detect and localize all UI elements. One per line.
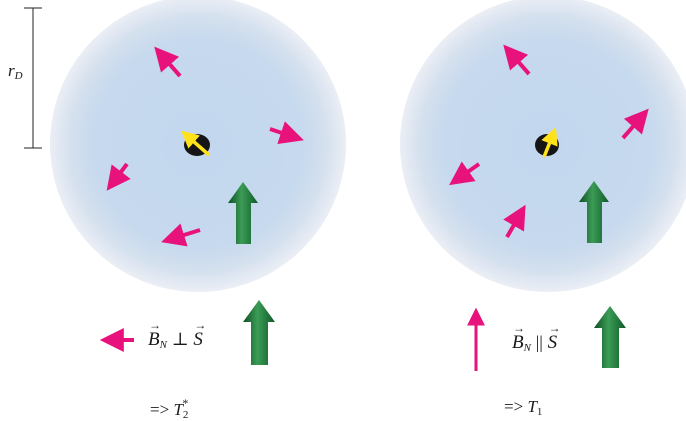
right-relation-label: BN || S	[512, 322, 560, 354]
left-legend-spin-arrow-icon	[243, 300, 275, 365]
left-relation-rhs: S	[193, 329, 203, 350]
right-result-label: => T1	[504, 398, 542, 418]
right-relation-rhs: S	[547, 332, 558, 353]
right-result-prefix: =>	[504, 397, 524, 416]
right-field-arrow-4	[503, 204, 526, 238]
right-diffusion-sphere	[400, 0, 686, 292]
right-relation-operator: ||	[535, 332, 543, 352]
right-spin-arrow-icon	[579, 181, 609, 243]
right-legend-spin-arrow-icon	[594, 306, 626, 368]
right-field-arrow-2	[621, 108, 649, 140]
right-field-arrow-1	[503, 44, 531, 76]
left-relation-label: BN ⊥ S	[148, 319, 206, 351]
radius-scale-bar	[24, 7, 42, 149]
left-nucleus-spin-arrow	[181, 130, 211, 157]
left-field-arrow-4	[161, 223, 201, 247]
right-nucleus-spin-arrow	[541, 127, 558, 158]
left-result-symbol: T	[173, 400, 183, 419]
left-relation-operator: ⊥	[171, 329, 189, 349]
radius-label-main: r	[8, 61, 15, 80]
left-field-arrow-3	[106, 162, 131, 191]
right-result-sub: 1	[536, 406, 543, 418]
left-result-prefix: =>	[150, 400, 170, 419]
radius-label: rD	[8, 62, 23, 82]
right-nucleus	[535, 127, 559, 158]
left-relation-lhs-sub: N	[159, 339, 167, 351]
right-result-symbol: T	[527, 397, 537, 416]
left-diffusion-sphere	[50, 0, 346, 292]
right-field-arrow-3	[449, 161, 481, 186]
left-field-arrow-1	[154, 46, 182, 78]
left-relation-lhs: B	[148, 329, 160, 350]
left-result-sub: 2	[182, 409, 189, 421]
left-field-arrow-2	[269, 121, 304, 145]
right-relation-lhs: B	[512, 332, 524, 353]
right-relation-lhs-sub: N	[523, 342, 531, 354]
left-spin-arrow-icon	[228, 182, 258, 244]
left-result-sup: *	[182, 396, 189, 410]
left-result-label: => T2*	[150, 397, 188, 421]
radius-label-sub: D	[14, 70, 23, 82]
left-nucleus	[181, 130, 211, 157]
